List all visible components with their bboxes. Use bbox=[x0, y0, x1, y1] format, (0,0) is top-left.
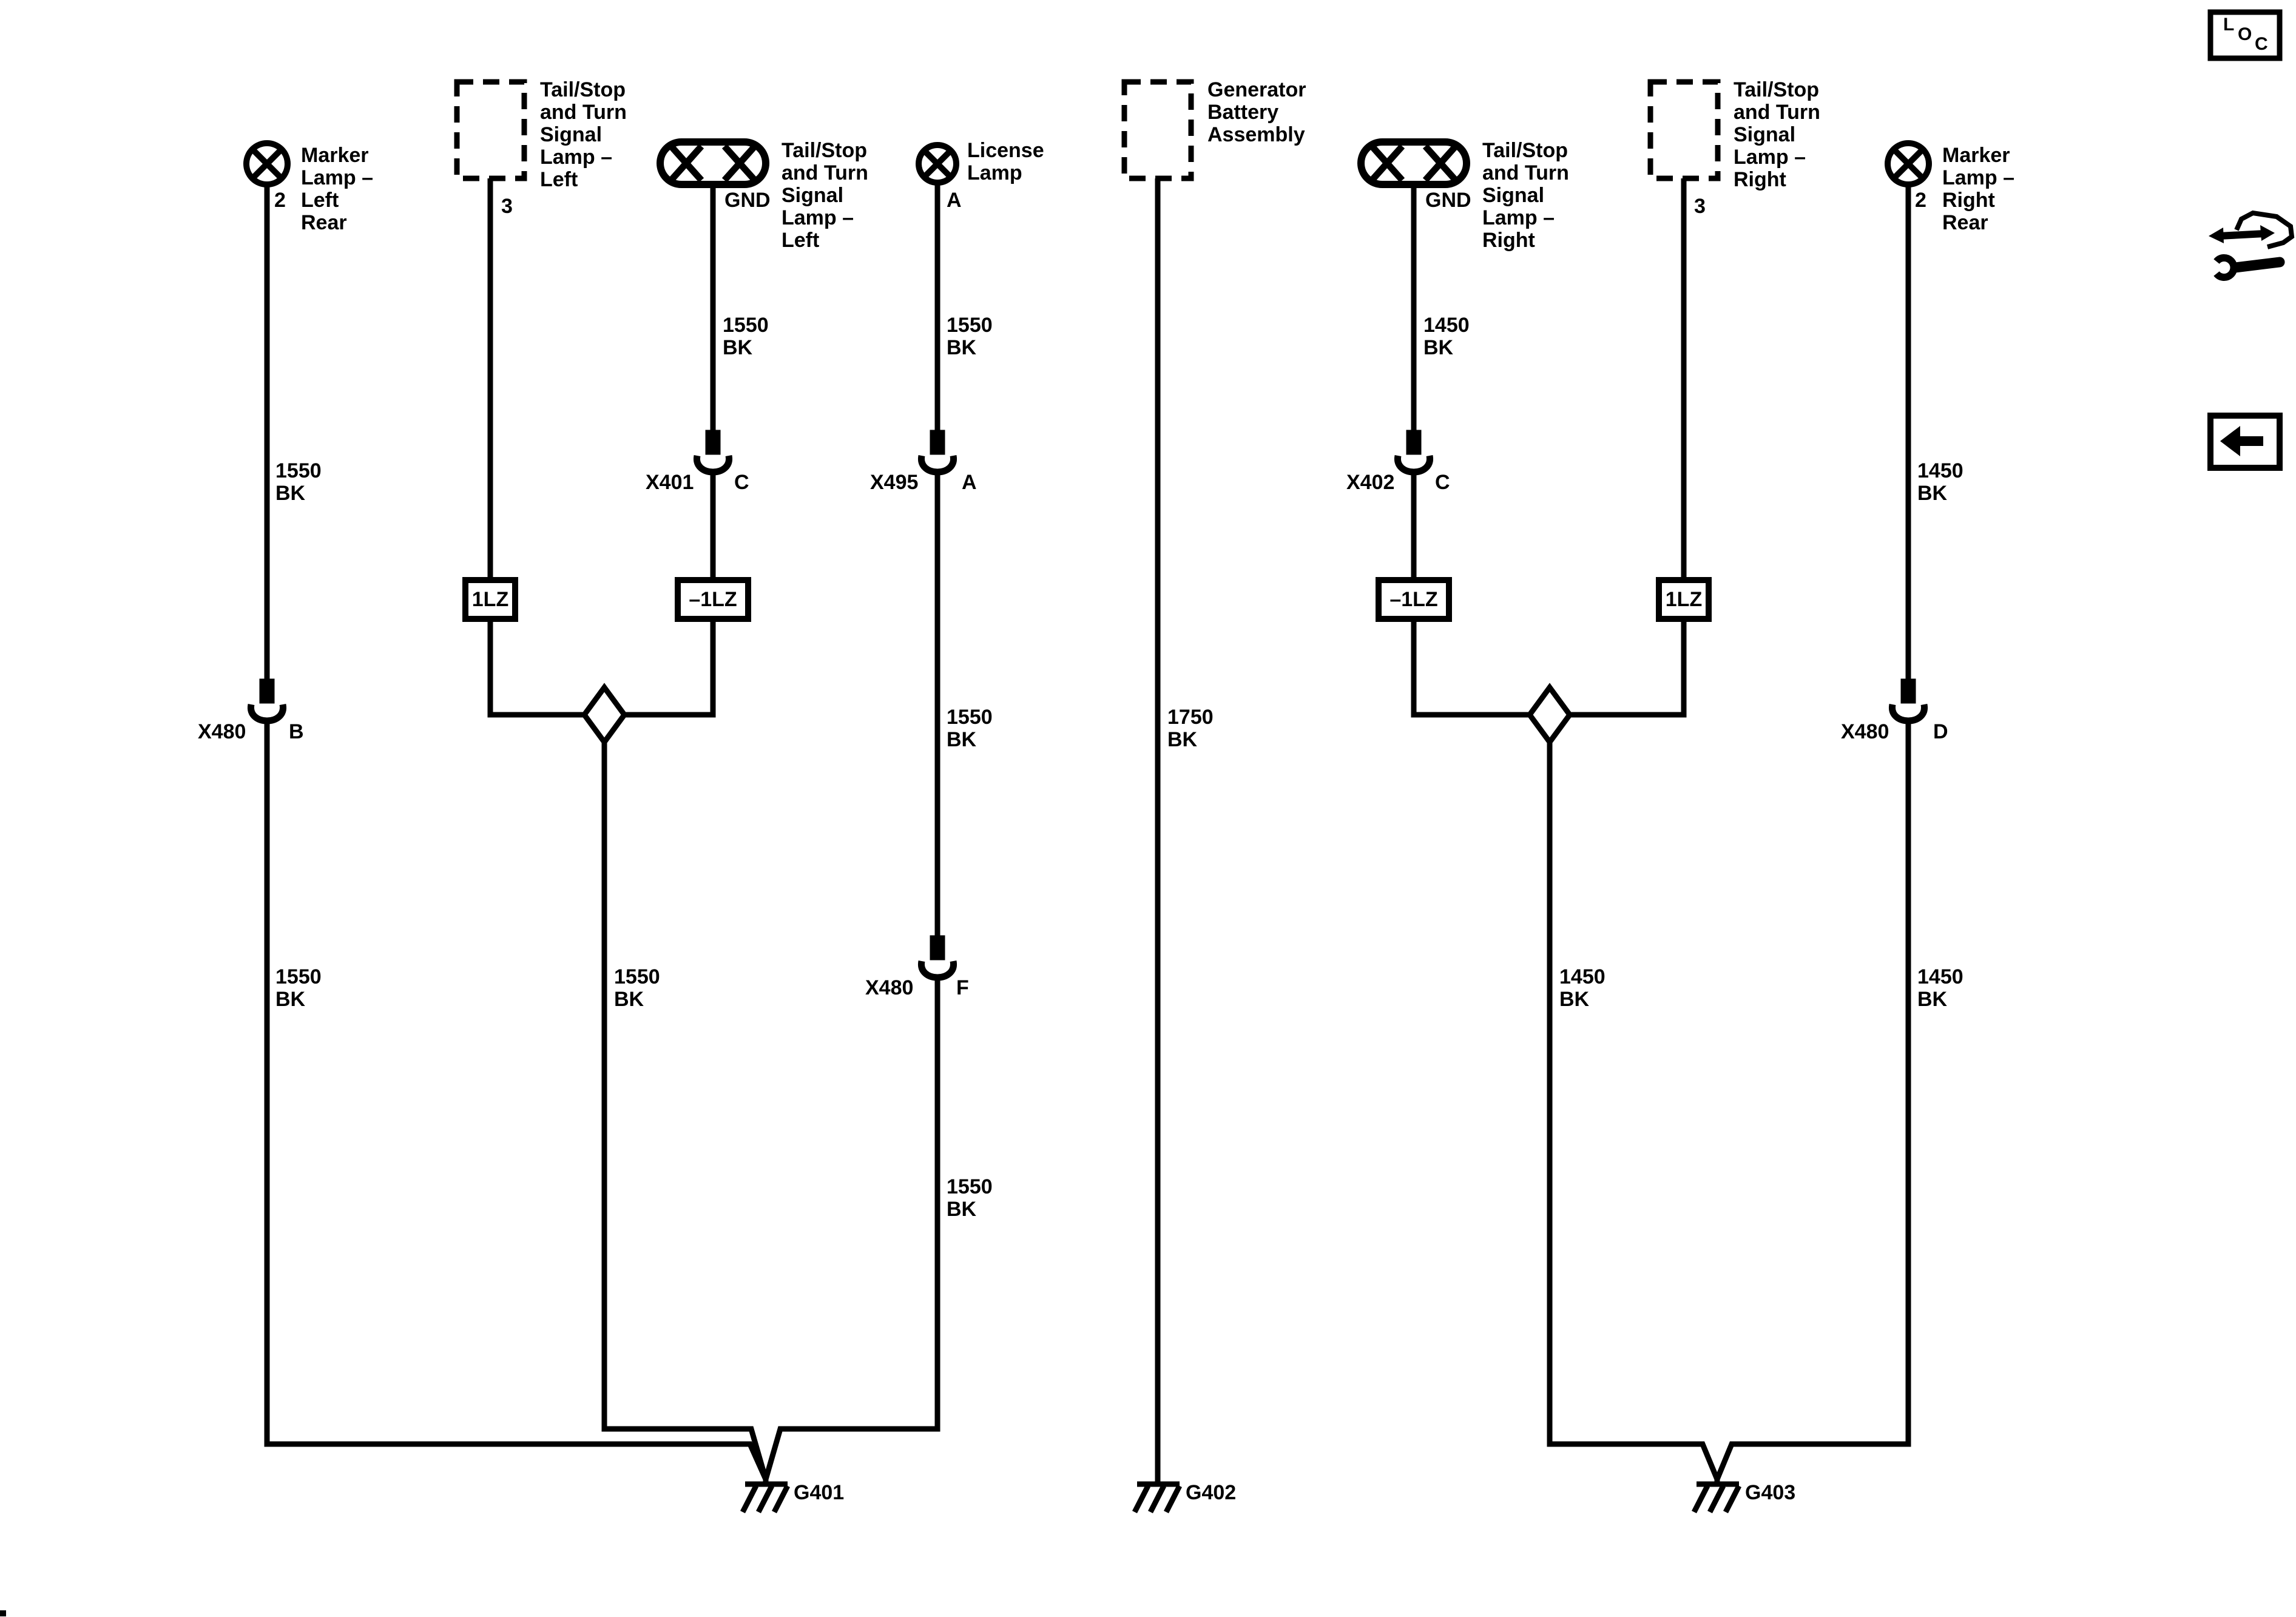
marker-lamp-left-icon bbox=[243, 140, 291, 187]
wire-tail-left bbox=[624, 184, 716, 718]
wire-label-marker-left-upper: 1550 BK bbox=[275, 459, 322, 505]
code-1lz-left: 1LZ bbox=[471, 588, 509, 611]
wire-label-marker-right-upper: 1450 BK bbox=[1917, 459, 1963, 505]
connector-x402-name: X402 bbox=[1346, 471, 1395, 494]
tail-lamp-left-housing-label: Tail/Stop and Turn Signal Lamp – Left bbox=[540, 78, 627, 191]
ground-g401-icon bbox=[740, 1481, 791, 1514]
code-1lz-right: 1LZ bbox=[1665, 588, 1703, 611]
connector-x402-pin: C bbox=[1435, 471, 1450, 494]
wrench-navigation-icon[interactable] bbox=[2209, 210, 2295, 281]
connector-x401-name: X401 bbox=[646, 471, 694, 494]
code-box-1lz-left bbox=[462, 577, 518, 622]
wire-tail-left-housing bbox=[487, 178, 584, 718]
wire-splice-right-to-ground bbox=[1547, 742, 1720, 1480]
marker-lamp-right-pin: 2 bbox=[1915, 189, 1926, 212]
splice-left-icon bbox=[581, 683, 628, 747]
connector-x480d-name: X480 bbox=[1841, 720, 1889, 743]
ground-g402-label: G402 bbox=[1186, 1481, 1237, 1504]
tail-lamp-left-housing-pin: 3 bbox=[501, 195, 513, 218]
loc-icon-letter-o: O bbox=[2238, 24, 2252, 44]
splice-right-icon bbox=[1526, 683, 1573, 747]
connector-x480d-pin: D bbox=[1933, 720, 1948, 743]
code-neg1lz-right: –1LZ bbox=[1389, 588, 1438, 611]
license-lamp-pin: A bbox=[947, 189, 962, 212]
connector-x480b-name: X480 bbox=[198, 720, 246, 743]
wire-label-tail-right-upper: 1450 BK bbox=[1423, 314, 1470, 359]
wire-splice-left-to-ground bbox=[601, 742, 769, 1480]
code-neg1lz-left: –1LZ bbox=[689, 588, 737, 611]
code-box-neg1lz-left bbox=[675, 577, 751, 622]
connector-x480f-pin: F bbox=[956, 976, 969, 999]
wire-label-license-upper: 1550 BK bbox=[947, 314, 993, 359]
tail-lamp-left-housing-box bbox=[454, 79, 527, 181]
generator-battery-assembly-label: Generator Battery Assembly bbox=[1207, 78, 1306, 146]
tail-lamp-left-label: Tail/Stop and Turn Signal Lamp – Left bbox=[782, 139, 868, 252]
tail-lamp-left-pin: GND bbox=[724, 189, 771, 212]
connector-x401-pin: C bbox=[734, 471, 749, 494]
marker-lamp-left-label: Marker Lamp – Left Rear bbox=[301, 144, 374, 234]
connector-x480f-icon bbox=[918, 935, 957, 981]
ground-g401-label: G401 bbox=[794, 1481, 845, 1504]
connector-x402-icon bbox=[1394, 430, 1433, 476]
tail-lamp-right-housing-label: Tail/Stop and Turn Signal Lamp – Right bbox=[1734, 78, 1820, 191]
tail-lamp-right-icon bbox=[1357, 138, 1470, 188]
connector-x495-icon bbox=[918, 430, 957, 476]
back-arrow-icon[interactable] bbox=[2207, 413, 2283, 471]
generator-battery-assembly-box bbox=[1121, 79, 1194, 181]
ground-g403-label: G403 bbox=[1745, 1481, 1796, 1504]
page-corner-dot bbox=[0, 1610, 6, 1616]
wire-label-splice-right: 1450 BK bbox=[1559, 965, 1606, 1011]
wire-label-marker-left-lower: 1550 BK bbox=[275, 965, 322, 1011]
connector-x401-icon bbox=[694, 430, 732, 476]
connector-x480f-name: X480 bbox=[865, 976, 914, 999]
marker-lamp-right-label: Marker Lamp – Right Rear bbox=[1942, 144, 2015, 234]
code-box-neg1lz-right bbox=[1376, 577, 1452, 622]
marker-lamp-right-icon bbox=[1885, 140, 1932, 187]
connector-x480b-icon bbox=[248, 678, 286, 724]
code-box-1lz-right bbox=[1656, 577, 1712, 622]
connector-x495-name: X495 bbox=[870, 471, 919, 494]
loc-icon-letter-c: C bbox=[2255, 34, 2268, 54]
wire-label-marker-right-lower: 1450 BK bbox=[1917, 965, 1963, 1011]
loc-icon-letter-l: L bbox=[2223, 15, 2235, 35]
connector-x480b-pin: B bbox=[289, 720, 304, 743]
license-lamp-icon bbox=[916, 142, 959, 186]
marker-lamp-left-pin: 2 bbox=[274, 189, 286, 212]
ground-g402-icon bbox=[1132, 1481, 1183, 1514]
wire-tail-right-housing bbox=[1570, 178, 1687, 718]
loc-icon-box[interactable] bbox=[2207, 9, 2283, 61]
tail-lamp-right-label: Tail/Stop and Turn Signal Lamp – Right bbox=[1482, 139, 1569, 252]
wire-marker-right bbox=[1714, 184, 1911, 1480]
wire-marker-left bbox=[264, 184, 769, 1480]
license-lamp-label: License Lamp bbox=[967, 139, 1044, 184]
ground-g403-icon bbox=[1691, 1481, 1742, 1514]
wire-label-generator: 1750 BK bbox=[1167, 706, 1214, 751]
wire-label-license-mid: 1550 BK bbox=[947, 706, 993, 751]
tail-lamp-right-housing-pin: 3 bbox=[1694, 195, 1706, 218]
tail-lamp-right-housing-box bbox=[1647, 79, 1721, 181]
wire-label-tail-left-upper: 1550 BK bbox=[723, 314, 769, 359]
tail-lamp-left-icon bbox=[657, 138, 769, 188]
wire-tail-right bbox=[1411, 184, 1530, 718]
wire-label-license-lower: 1550 BK bbox=[947, 1175, 993, 1221]
tail-lamp-right-pin: GND bbox=[1425, 189, 1471, 212]
connector-x480d-icon bbox=[1889, 678, 1928, 724]
connector-x495-pin: A bbox=[962, 471, 977, 494]
wire-label-splice-left: 1550 BK bbox=[614, 965, 660, 1011]
wire-license bbox=[763, 183, 940, 1480]
